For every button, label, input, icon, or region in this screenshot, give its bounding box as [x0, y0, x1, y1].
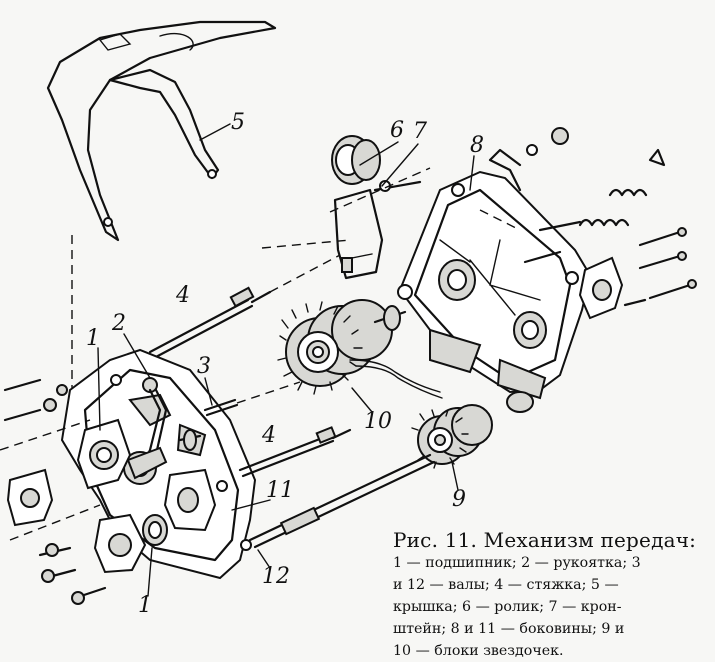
label-part-8: 8 — [470, 133, 484, 158]
label-part-11: 11 — [266, 478, 294, 503]
bolts-and-nuts-left — [0, 378, 107, 605]
handle-part-2 — [126, 377, 202, 480]
tie-rod-upper-part-4 — [148, 254, 341, 360]
caption-line: штейн; 8 и 11 — боковины; 9 и — [393, 621, 625, 637]
caption-line: и 12 — валы; 4 — стяжка; 5 — — [393, 577, 619, 593]
tie-rod-lower-part-4 — [238, 426, 352, 478]
label-part-4-upper: 4 — [175, 283, 190, 308]
label-part-6: 6 — [390, 118, 404, 143]
caption-line: 1 — подшипник; 2 — рукоятка; 3 — [393, 555, 641, 571]
sprocket-block-part-9 — [411, 404, 493, 469]
label-part-12: 12 — [262, 564, 290, 589]
figure-caption: Рис. 11. Механизм передач: 1 — подшипник… — [393, 529, 709, 662]
label-part-5: 5 — [231, 110, 245, 135]
side-plate-part-8 — [397, 127, 592, 413]
label-part-1-lower: 1 — [138, 593, 152, 618]
bearing-part-1-lower — [93, 513, 168, 574]
label-part-3: 3 — [197, 354, 211, 379]
springs-and-bolts — [479, 148, 697, 320]
shaft-part-3 — [203, 381, 301, 417]
part-labels: 1 2 3 4 4 5 6 7 8 9 10 11 12 1 — [86, 110, 484, 618]
label-part-1-upper: 1 — [86, 326, 100, 351]
label-part-9: 9 — [452, 487, 466, 512]
label-part-4-lower: 4 — [261, 423, 276, 448]
bearing-part-1-upper — [76, 418, 132, 490]
label-part-10: 10 — [364, 409, 392, 434]
caption-line: 10 — блоки звездочек. — [393, 643, 564, 659]
roller-and-bracket-parts-6-7 — [261, 135, 431, 280]
sprocket-block-part-10 — [277, 299, 443, 399]
caption-line: крышка; 6 — ролик; 7 — крон- — [393, 599, 622, 615]
long-shaft-part-12 — [248, 453, 436, 549]
caption-title: Рис. 11. Механизм передач: — [393, 528, 697, 552]
label-part-2: 2 — [111, 311, 126, 336]
cover-part-5 — [46, 20, 277, 420]
label-part-7: 7 — [413, 119, 427, 144]
